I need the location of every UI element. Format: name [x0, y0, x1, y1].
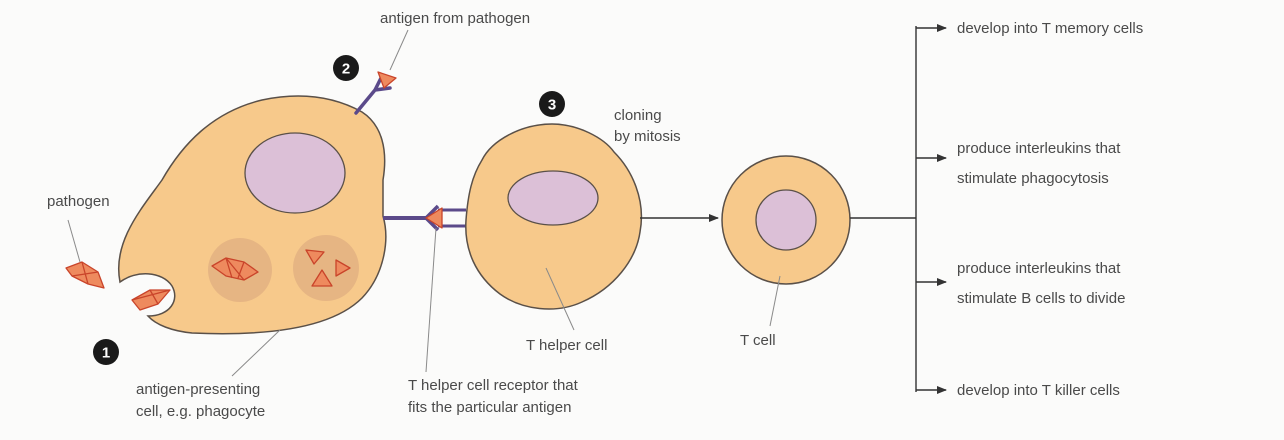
outcome-killer-line1: develop into T killer cells	[957, 382, 1120, 399]
step-badge-3: 3	[539, 91, 565, 117]
t-helper-cell	[465, 123, 643, 310]
label-receptor-line2: fits the particular antigen	[408, 399, 571, 416]
leader-receptor	[425, 227, 437, 373]
outcome-b-cells-line2: stimulate B cells to divide	[957, 290, 1125, 307]
leader-antigen	[389, 29, 409, 71]
label-t-helper-cell: T helper cell	[526, 337, 607, 354]
step-number-3: 3	[548, 97, 556, 114]
leader-pathogen	[67, 219, 81, 263]
t-cell	[721, 155, 851, 285]
bound-antigen	[425, 207, 443, 229]
step-number-1: 1	[102, 345, 110, 362]
outcome-phagocytosis-line1: produce interleukins that	[957, 140, 1121, 157]
label-cloning-line1: cloning	[614, 107, 662, 124]
leader-t-cell	[769, 275, 781, 327]
outcome-phagocytosis-line2: stimulate phagocytosis	[957, 170, 1109, 187]
label-cloning-line2: by mitosis	[614, 128, 681, 145]
pathogen-being-engulfed	[131, 289, 171, 311]
outcome-b-cells-line1: produce interleukins that	[957, 260, 1121, 277]
step-badge-1: 1	[93, 339, 119, 365]
label-antigen-from-pathogen: antigen from pathogen	[380, 10, 530, 27]
t-helper-receptor-binding	[383, 204, 466, 232]
antigen-from-pathogen-shape	[377, 71, 397, 89]
label-receptor-line1: T helper cell receptor that	[408, 377, 579, 394]
apc-nucleus	[244, 132, 346, 214]
t-cell-nucleus	[755, 189, 817, 251]
label-t-cell: T cell	[740, 332, 776, 349]
label-pathogen: pathogen	[47, 193, 110, 210]
leader-lines	[67, 29, 781, 377]
antigen-fragments	[305, 249, 351, 287]
leader-apc	[231, 329, 281, 377]
presented-antigen-receptor	[354, 71, 397, 115]
label-apc-line1: antigen-presenting	[136, 381, 260, 398]
t-helper-nucleus	[507, 170, 599, 226]
ingested-pathogen	[211, 257, 259, 281]
outcome-branch-lines	[850, 24, 947, 394]
label-apc-line2: cell, e.g. phagocyte	[136, 403, 265, 420]
step-badge-2: 2	[333, 55, 359, 81]
leader-t-helper	[545, 267, 575, 331]
pathogen-free	[65, 261, 105, 289]
outcome-memory-line1: develop into T memory cells	[957, 20, 1143, 37]
step-number-2: 2	[342, 61, 350, 78]
antigen-presenting-cell	[117, 95, 387, 335]
